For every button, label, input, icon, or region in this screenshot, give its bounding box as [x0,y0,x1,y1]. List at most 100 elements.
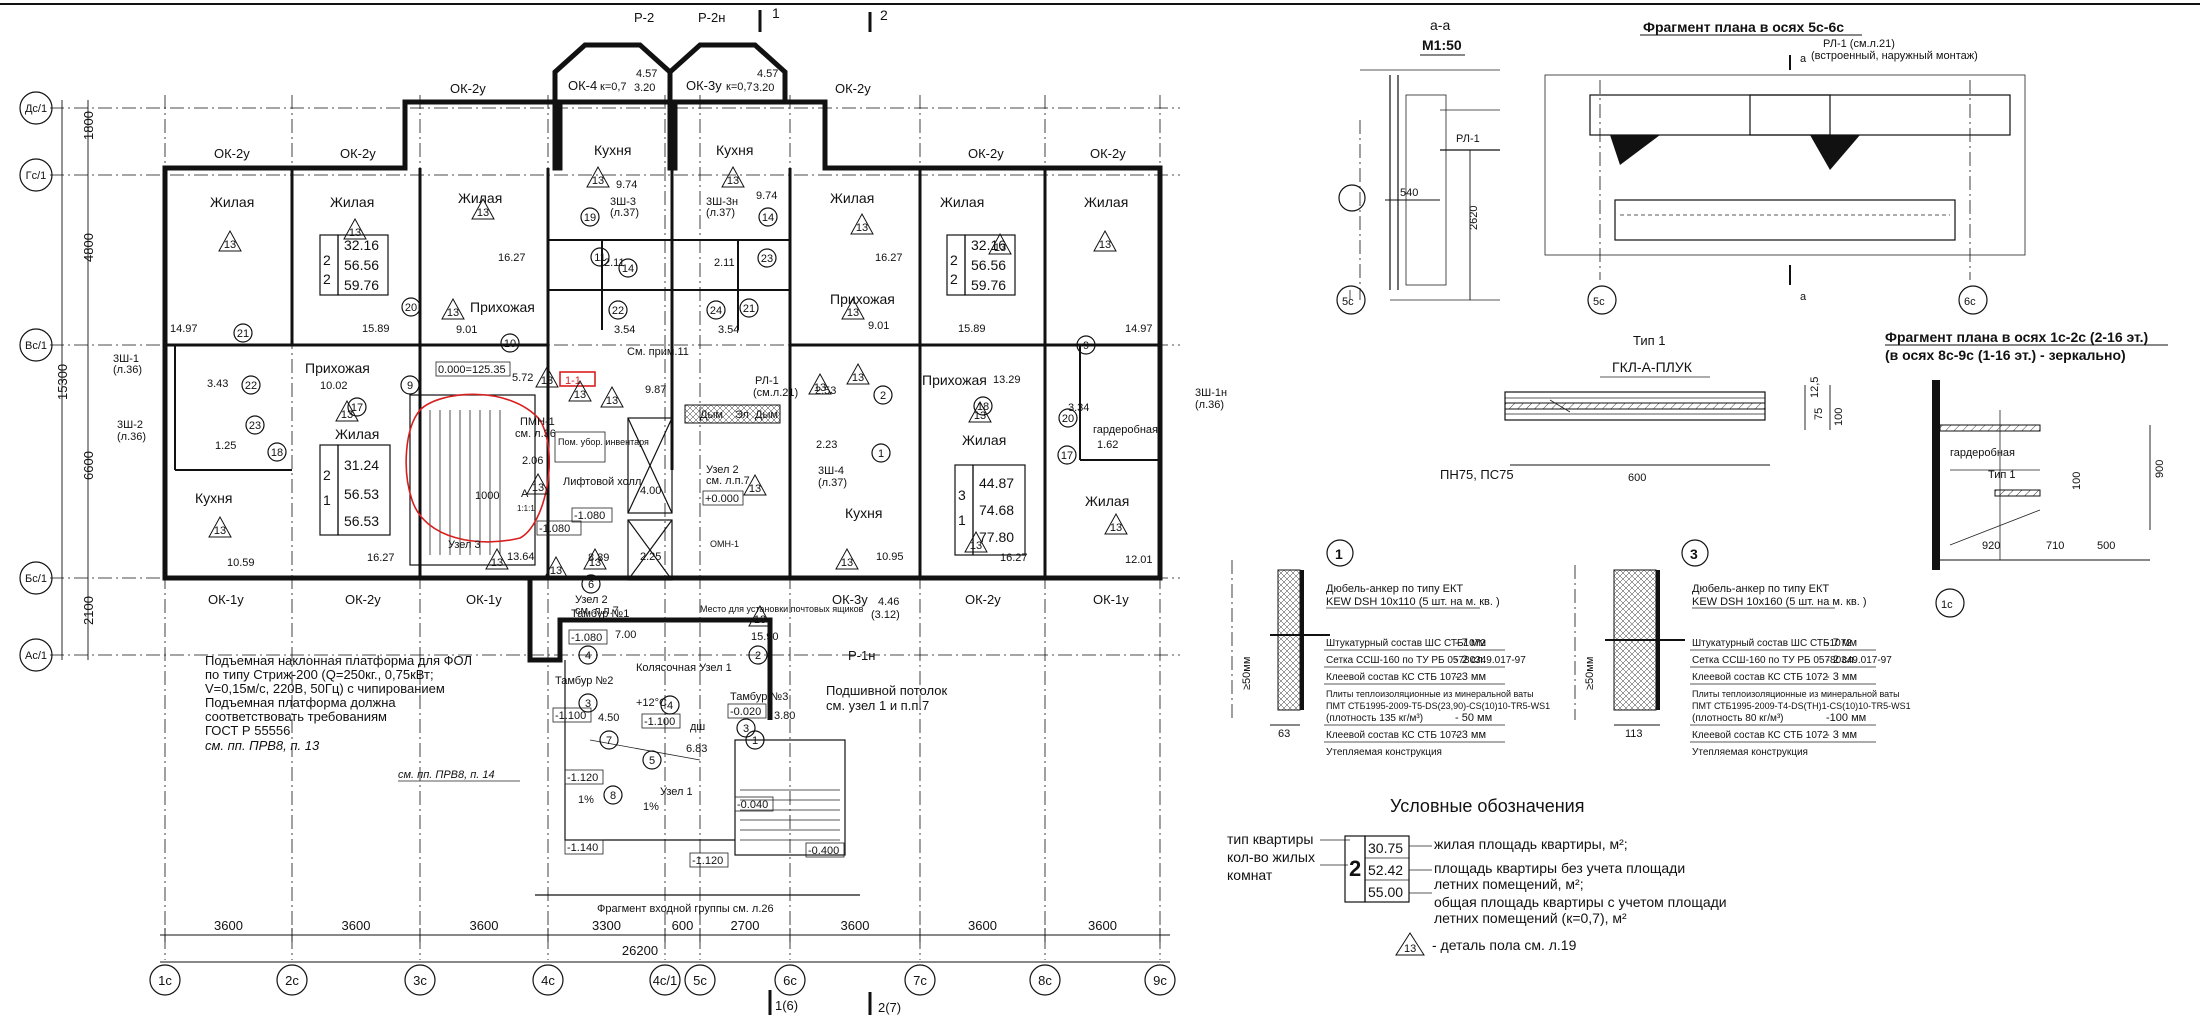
floor-detail-triangle-icon: 13 [721,165,745,188]
floor-detail-triangle-icon: 13 [535,365,559,388]
axis-bubble-5c [1336,285,1366,315]
note: 1000 [475,490,499,502]
small-area: 4.00 [640,485,661,497]
level-mark: -0.040 [737,799,768,811]
floor-detail-number: 13 [491,557,503,569]
window-label: ОК-2у [214,146,250,161]
note: ОМН-1 [710,539,739,549]
room-area: 16.27 [498,252,526,264]
floor-detail-triangle-icon: 13 [343,217,367,240]
axis-label: 2c [285,973,299,988]
axis-label: 3c [413,973,427,988]
section-label: РЛ-1 [1456,133,1480,145]
floor-detail-number: 13 [994,242,1006,254]
legend-desc: летних помещений, м²; [1434,876,1584,892]
entry-stair-treads [740,789,840,841]
floor-detail-number: 13 [606,395,618,407]
circled-mark-label: 10 [504,338,516,350]
circled-mark: 10 [500,333,520,353]
room-area: 7.00 [615,629,636,641]
fragment-dim: 920 [1982,540,2000,552]
room-area: 8.89 [588,552,609,564]
legend-desc: жилая площадь квартиры, м²; [1434,836,1628,852]
axis-label: 4c/1 [653,973,678,988]
detail-anchor: KEW DSH 10x160 (5 шт. на м. кв. ) [1692,596,1867,608]
room-area: 9.74 [616,179,637,191]
legend-tri-num: 13 [1404,943,1416,955]
red-markup-cloud [405,393,551,543]
circled-mark: 20 [401,297,421,317]
slope-label: 1% [578,794,594,806]
circled-mark-label: 9 [407,380,413,392]
circled-mark-label: 2 [755,650,761,662]
detail-layer-thickness: - 7 мм [1455,637,1486,649]
detail-dim: 113 [1625,728,1643,740]
small-area: 15.90 [751,631,779,643]
note: 3Ш-2 [117,419,143,431]
floor-detail-triangle-icon: 13 [743,473,767,496]
axis-label: 6с [1964,296,1976,308]
detail-layer-name: Клеевой состав КС СТБ 1072 [1326,672,1462,683]
detail-layer-name: (плотность 80 кг/м³) [1692,713,1784,724]
detail-layer-name: Утепляемая конструкция [1692,747,1808,758]
axis-bubble-8c: 8c [1029,964,1061,996]
type-dim: 600 [1628,472,1646,484]
circled-mark-label: 21 [743,303,755,315]
level-mark: -1.120 [567,772,598,784]
window-label: ОК-1у [1093,592,1129,607]
floor-detail-number: 13 [550,565,562,577]
room-area: 3.80 [774,710,795,722]
fragment-5c6c: Фрагмент плана в осях 5с-6с РЛ-1 (см.л.2… [1544,19,2026,315]
level-mark: -1.080 [539,523,570,535]
note: Эл [735,409,749,421]
axis-bubble-6c [1958,285,1988,315]
floor-detail-triangle-icon: 13 [471,197,495,220]
circled-mark: 5 [642,750,662,770]
note: см. л.п.7 [575,605,619,617]
circled-mark: 19 [580,207,600,227]
circled-mark-label: 22 [245,380,257,392]
section-dim: 2620 [1468,206,1480,230]
note: (л.36) [117,431,146,443]
section-aa: а-а М1:50 РЛ-1 540 2620 5с [1336,17,1500,315]
legend-value: 52.42 [1368,862,1403,878]
detail-dim: 63 [1278,728,1290,740]
section-dim: 540 [1400,187,1418,199]
axis-label: Ас/1 [25,650,47,662]
small-area: 9.87 [645,384,666,396]
circled-mark-label: 3 [585,698,591,710]
floor-detail-number: 13 [224,239,236,251]
floor-detail-number: 13 [1099,239,1111,251]
fragment-note: РЛ-1 (см.л.21) [1823,38,1895,50]
level-mark: -1.080 [571,632,602,644]
room-area: 4.50 [598,712,619,724]
circled-mark-label: 17 [351,402,363,414]
circled-mark: 4 [660,695,680,715]
detail-anchor: Дюбель-анкер по типу ЕКТ [1692,583,1829,595]
floor-detail-number: 13 [574,389,586,401]
note: А [521,488,529,500]
dim-left-1800: 1800 [81,111,96,140]
detail-1: 1 Дюбель-анкер по типу ЕКТ KEW DSH 10x11… [1231,539,1550,758]
detail-number: 1 [1335,546,1343,562]
dim-bottom: 600 [672,918,694,933]
floor-detail-number: 13 [589,557,601,569]
apt-area-gross: 77.80 [979,529,1014,545]
detail-layer-thickness: - 2 сл. [1826,654,1857,666]
floor-detail-number: 13 [477,207,489,219]
note-line: по типу Стриж-200 (Q=250кг., 0,75кВт; [205,667,434,682]
floor-detail-number: 13 [349,227,361,239]
plan-notes: ПМН-1 см. л.36 См. прим.11 РЛ-1 (см.л.21… [113,196,1227,915]
circled-mark-label: 23 [761,253,773,265]
circled-mark-label: 18 [977,401,989,413]
room-area: 9.01 [868,320,889,332]
small-area: 13.64 [507,551,535,563]
circled-mark-label: 9 [1083,340,1089,352]
floor-detail-triangle-icon: 13 [1104,512,1128,535]
entry-wall [527,578,773,720]
type-profiles: ПН75, ПС75 [1440,467,1514,482]
ventilation-shaft-dym [684,404,781,424]
fragment-title: Фрагмент плана в осях 1с-2с (2-16 эт.) [1885,329,2148,345]
window-label: ОК-2у [340,146,376,161]
